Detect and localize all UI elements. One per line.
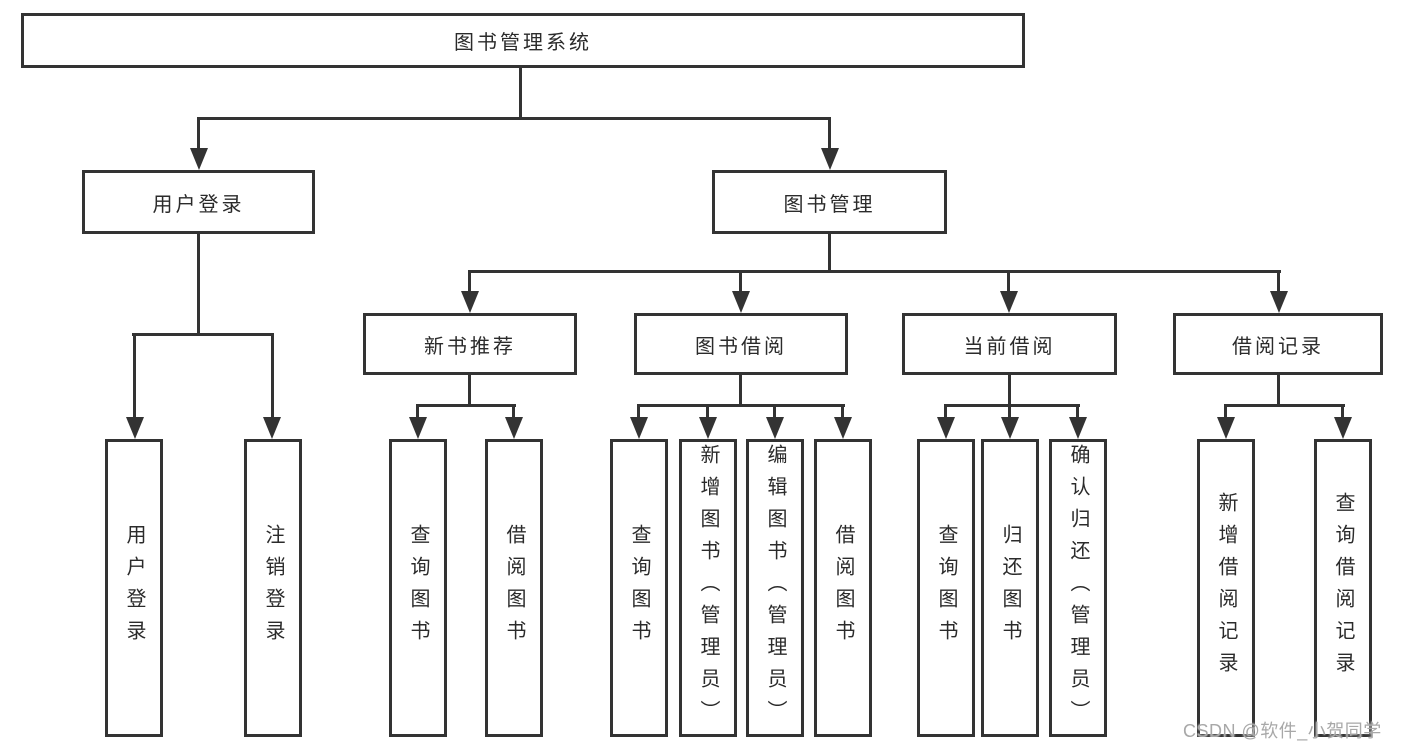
connector-arrow-stem [1076, 404, 1079, 419]
leaf-logout-label: 注销登录 [262, 524, 284, 652]
arrowhead-down-icon [821, 148, 839, 170]
leaf-borrow-book-recommend-label: 借阅图书 [503, 524, 525, 652]
connector-arrow-stem [773, 404, 776, 419]
arrowhead-down-icon [937, 417, 955, 439]
connector-arrow-stem [1007, 270, 1010, 293]
leaf-query-book-borrow: 查询图书 [610, 439, 668, 737]
node-new-book-recommend-label: 新书推荐 [424, 335, 516, 358]
leaf-query-book-current-label: 查询图书 [935, 524, 957, 652]
arrowhead-down-icon [1270, 291, 1288, 313]
connector-new-book-stem [468, 375, 471, 406]
connector-current-borrow-hbar [944, 404, 1080, 407]
arrowhead-down-icon [834, 417, 852, 439]
node-new-book-recommend: 新书推荐 [363, 313, 577, 375]
arrowhead-down-icon [766, 417, 784, 439]
leaf-borrow-book-label: 借阅图书 [832, 524, 854, 652]
leaf-user-login-label: 用户登录 [123, 524, 145, 652]
connector-root-hbar [197, 117, 831, 120]
leaf-user-login: 用户登录 [105, 439, 163, 737]
node-borrow-records-label: 借阅记录 [1232, 335, 1324, 358]
leaf-query-book-recommend: 查询图书 [389, 439, 447, 737]
leaf-return-book-label: 归还图书 [999, 524, 1021, 652]
connector-arrow-stem [197, 117, 200, 150]
leaf-query-book-recommend-label: 查询图书 [407, 524, 429, 652]
node-book-borrow: 图书借阅 [634, 313, 848, 375]
connector-arrow-stem [468, 270, 471, 293]
leaf-add-borrow-record-label: 新增借阅记录 [1215, 492, 1237, 684]
watermark: CSDN @软件_小贺同学 [1183, 721, 1382, 741]
node-book-borrow-label: 图书借阅 [695, 335, 787, 358]
connector-book-mgmt-stem [828, 234, 831, 273]
node-borrow-records: 借阅记录 [1173, 313, 1383, 375]
connector-arrow-stem [1008, 404, 1011, 419]
node-user-login-label: 用户登录 [152, 193, 245, 216]
leaf-return-book: 归还图书 [981, 439, 1039, 737]
leaf-query-book-current: 查询图书 [917, 439, 975, 737]
arrowhead-down-icon [126, 417, 144, 439]
connector-new-book-hbar [416, 404, 516, 407]
node-book-mgmt: 图书管理 [712, 170, 947, 234]
arrowhead-down-icon [732, 291, 750, 313]
node-current-borrow: 当前借阅 [902, 313, 1117, 375]
node-current-borrow-label: 当前借阅 [963, 335, 1056, 358]
connector-book-borrow-hbar [637, 404, 845, 407]
connector-arrow-stem [828, 117, 831, 150]
connector-arrow-stem [706, 404, 709, 419]
leaf-query-borrow-record-label: 查询借阅记录 [1332, 492, 1354, 684]
arrowhead-down-icon [630, 417, 648, 439]
arrowhead-down-icon [1217, 417, 1235, 439]
connector-arrow-stem [133, 333, 136, 419]
connector-arrow-stem [739, 270, 742, 293]
leaf-add-borrow-record: 新增借阅记录 [1197, 439, 1255, 737]
connector-root-stem [519, 68, 522, 120]
arrowhead-down-icon [409, 417, 427, 439]
arrowhead-down-icon [263, 417, 281, 439]
leaf-confirm-return-admin-label: 确认归还（管理员） [1067, 444, 1089, 732]
arrowhead-down-icon [1000, 291, 1018, 313]
connector-user-login-hbar [132, 333, 274, 336]
connector-arrow-stem [1224, 404, 1227, 419]
connector-borrow-records-hbar [1224, 404, 1345, 407]
connector-current-borrow-stem [1008, 375, 1011, 406]
leaf-borrow-book: 借阅图书 [814, 439, 872, 737]
connector-arrow-stem [1341, 404, 1344, 419]
node-book-mgmt-label: 图书管理 [783, 193, 876, 216]
connector-book-mgmt-hbar [468, 270, 1281, 273]
connector-borrow-records-stem [1277, 375, 1280, 406]
leaf-query-book-borrow-label: 查询图书 [628, 524, 650, 652]
connector-arrow-stem [944, 404, 947, 419]
connector-arrow-stem [512, 404, 515, 419]
leaf-borrow-book-recommend: 借阅图书 [485, 439, 543, 737]
arrowhead-down-icon [190, 148, 208, 170]
arrowhead-down-icon [1069, 417, 1087, 439]
connector-user-login-stem [197, 234, 200, 335]
arrowhead-down-icon [461, 291, 479, 313]
arrowhead-down-icon [699, 417, 717, 439]
arrowhead-down-icon [505, 417, 523, 439]
node-user-login: 用户登录 [82, 170, 315, 234]
leaf-add-book-admin-label: 新增图书（管理员） [697, 444, 719, 732]
connector-arrow-stem [416, 404, 419, 419]
leaf-edit-book-admin: 编辑图书（管理员） [746, 439, 804, 737]
leaf-query-borrow-record: 查询借阅记录 [1314, 439, 1372, 737]
leaf-logout: 注销登录 [244, 439, 302, 737]
leaf-add-book-admin: 新增图书（管理员） [679, 439, 737, 737]
connector-arrow-stem [1277, 270, 1280, 293]
connector-arrow-stem [271, 333, 274, 419]
connector-arrow-stem [637, 404, 640, 419]
leaf-confirm-return-admin: 确认归还（管理员） [1049, 439, 1107, 737]
connector-book-borrow-stem [739, 375, 742, 406]
connector-arrow-stem [841, 404, 844, 419]
leaf-edit-book-admin-label: 编辑图书（管理员） [764, 444, 786, 732]
node-root: 图书管理系统 [21, 13, 1025, 68]
arrowhead-down-icon [1334, 417, 1352, 439]
arrowhead-down-icon [1001, 417, 1019, 439]
node-root-label: 图书管理系统 [454, 32, 592, 54]
